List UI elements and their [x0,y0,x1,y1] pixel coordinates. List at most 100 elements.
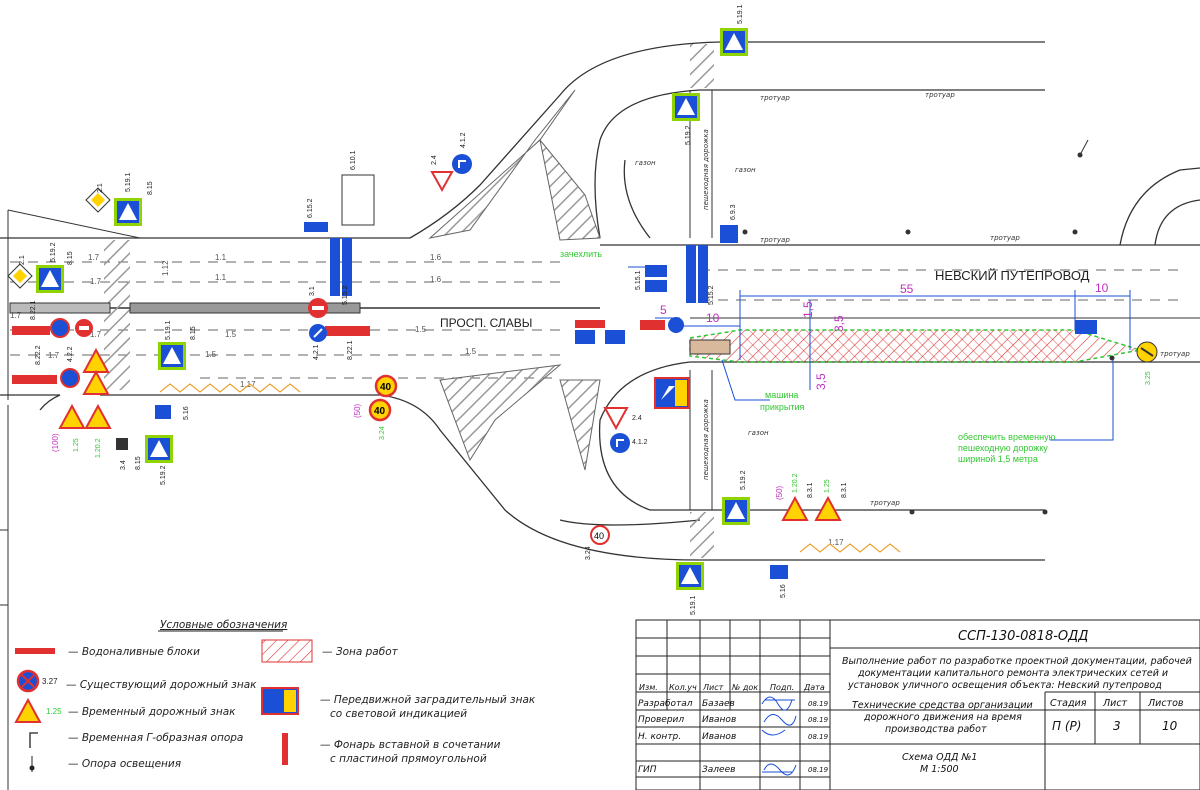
lbl-6-15-2: 6.15.2 [307,198,314,218]
lbl-2-4b: 2.4 [632,415,642,422]
lbl-5-19-2a: 5.19.2 [50,242,57,262]
lbl-3-24a: 3.24 [379,426,386,440]
lane-mark-5: 1.1 [215,273,227,282]
lane-mark-12: 1.17 [828,538,844,547]
legend-item-1: — Водоналивные блоки [68,646,200,658]
row-date-1: 08.19 [808,700,829,708]
row-date-2: 08.19 [808,716,829,724]
stage-header: Стадия [1050,698,1087,709]
legend-item-2: — Существующий дорожный знак [66,679,257,691]
lbl-5-19-1c: 5.19.1 [737,4,744,24]
lbl-8-3-1b: 8.3.1 [841,482,848,498]
dim-10b: 10 [706,311,720,325]
lbl-5-15-1: 5.15.1 [635,270,642,290]
ped-path-1: пешеходная дорожка [702,129,710,210]
lbl-3-24b: 3.24 [585,546,592,560]
sheet-header: Лист [1102,698,1128,709]
cover-machine [689,339,731,355]
hdr-ndok: № док [731,683,758,692]
legend-work-zone-icon [261,639,313,663]
scheme-scale: М 1:500 [920,764,959,775]
lbl-3-4: 3.4 [120,460,127,470]
dim-3-5b: 3,5 [814,373,828,390]
legend-code-327: 3.27 [42,677,58,686]
legend-light-pole-icon [29,756,35,772]
lbl-5-15-2a: 5.15.2 [342,285,349,305]
doc-desc-3: установок уличного освещения объекта: Не… [847,680,1162,691]
ped-path-2: пешеходная дорожка [702,399,710,480]
street-nevsky: НЕВСКИЙ ПУТЕПРОВОД [935,268,1090,283]
work-title-2: дорожного движения на время [863,712,1022,723]
lbl-4-1-2b: 4.1.2 [632,439,648,446]
legend-item-6: — Зона работ [322,646,399,658]
note-zachezhit: зачехлить [560,249,602,259]
lbl-4-2-2: 4.2.2 [67,346,74,362]
dim-1-5: 1,5 [801,301,815,318]
lbl-5-19-1d: 5.19.1 [690,595,697,615]
mobile-barrier-sign [654,377,690,409]
doc-desc-2: документации капитального ремонта электр… [857,668,1168,679]
lbl-2-1a: 2.1 [97,183,104,193]
legend-title: Условные обозначения [160,619,287,631]
lbl-1-25b: 1.25 [824,479,831,493]
dim-3-5a: 3,5 [832,315,846,332]
gazon-3: газон [748,429,769,437]
speed-50-label: (50) [353,403,362,418]
scheme-title: Схема ОДД №1 [902,752,977,763]
legend-item-7: — Передвижной заградительный знак [320,694,536,706]
direction-signs [452,154,684,453]
note-path-2: пешеходную дорожку [958,443,1048,453]
lane-mark-13: 1.7 [90,277,102,286]
lbl-5-19-1b: 5.19.1 [165,320,172,340]
lane-mark-16: 1.7 [10,311,22,320]
priority-road-signs [7,187,111,289]
temp-warning-signs [58,347,842,521]
stage-value: П (Р) [1052,719,1081,733]
note-path-1: обеспечить временную [958,432,1056,442]
gazon-2: газон [735,166,756,174]
trotuar-6: тротуар [870,499,900,507]
row-date-3: 08.19 [808,733,829,741]
lane-mark-14: 1.7 [90,330,102,339]
lane-dashes [10,261,1180,379]
lbl-5-16b: 5.16 [780,584,787,598]
hdr-list: Лист [702,683,724,692]
lbl-4-1-2a: 4.1.2 [460,132,467,148]
hdr-kol: Кол.уч [669,683,697,692]
speed-100-label: (100) [51,433,60,452]
legend-code-125: 1.25 [46,707,62,716]
hdr-podp: Подп. [770,683,794,692]
trotuar-3: тротуар [760,236,790,244]
legend-temp-pole-icon [29,732,38,748]
lbl-5-16a: 5.16 [183,406,190,420]
dim-10a: 10 [1095,281,1109,295]
lbl-5-19-2b: 5.19.2 [160,465,167,485]
legend-item-5: — Опора освещения [68,758,181,770]
gazon-1: газон [635,159,656,167]
trotuar-2: тротуар [925,91,955,99]
lane-mark-3: 1.1 [215,253,227,262]
doc-code: ССП-130-0818-ОДД [958,629,1088,644]
lbl-2-1b: 2.1 [19,255,26,265]
trotuar-1: тротуар [760,94,790,102]
lbl-5-19-2c: 5.19.2 [685,125,692,145]
speed-40-b: 40 [374,406,386,417]
doc-desc-1: Выполнение работ по разработке проектной… [842,656,1192,667]
end-warning-sign [1136,341,1158,363]
ped-crossing-signs [36,28,750,590]
legend-mobile-barrier-icon [261,687,299,715]
yield-signs [430,171,629,431]
zigzag-1 [159,383,301,393]
lbl-6-9-3: 6.9.3 [730,204,737,220]
lbl-1-25a: 1.25 [73,438,80,452]
legend: Условные обозначения — Водоналивные блок… [14,619,536,772]
lane-mark-15: 1.7 [48,351,60,360]
speed-40-c: 40 [594,531,604,541]
crosswalks [104,44,714,558]
trotuar-4: тротуар [990,234,1020,242]
lbl-8-15d: 8.15 [135,456,142,470]
lbl-8-22-2: 8.22.2 [35,345,42,365]
legend-item-7b: со световой индикацией [330,708,467,720]
lbl-1-20-2b: 1.20.2 [792,473,799,493]
lbl-3-25: 3.25 [1145,371,1152,385]
